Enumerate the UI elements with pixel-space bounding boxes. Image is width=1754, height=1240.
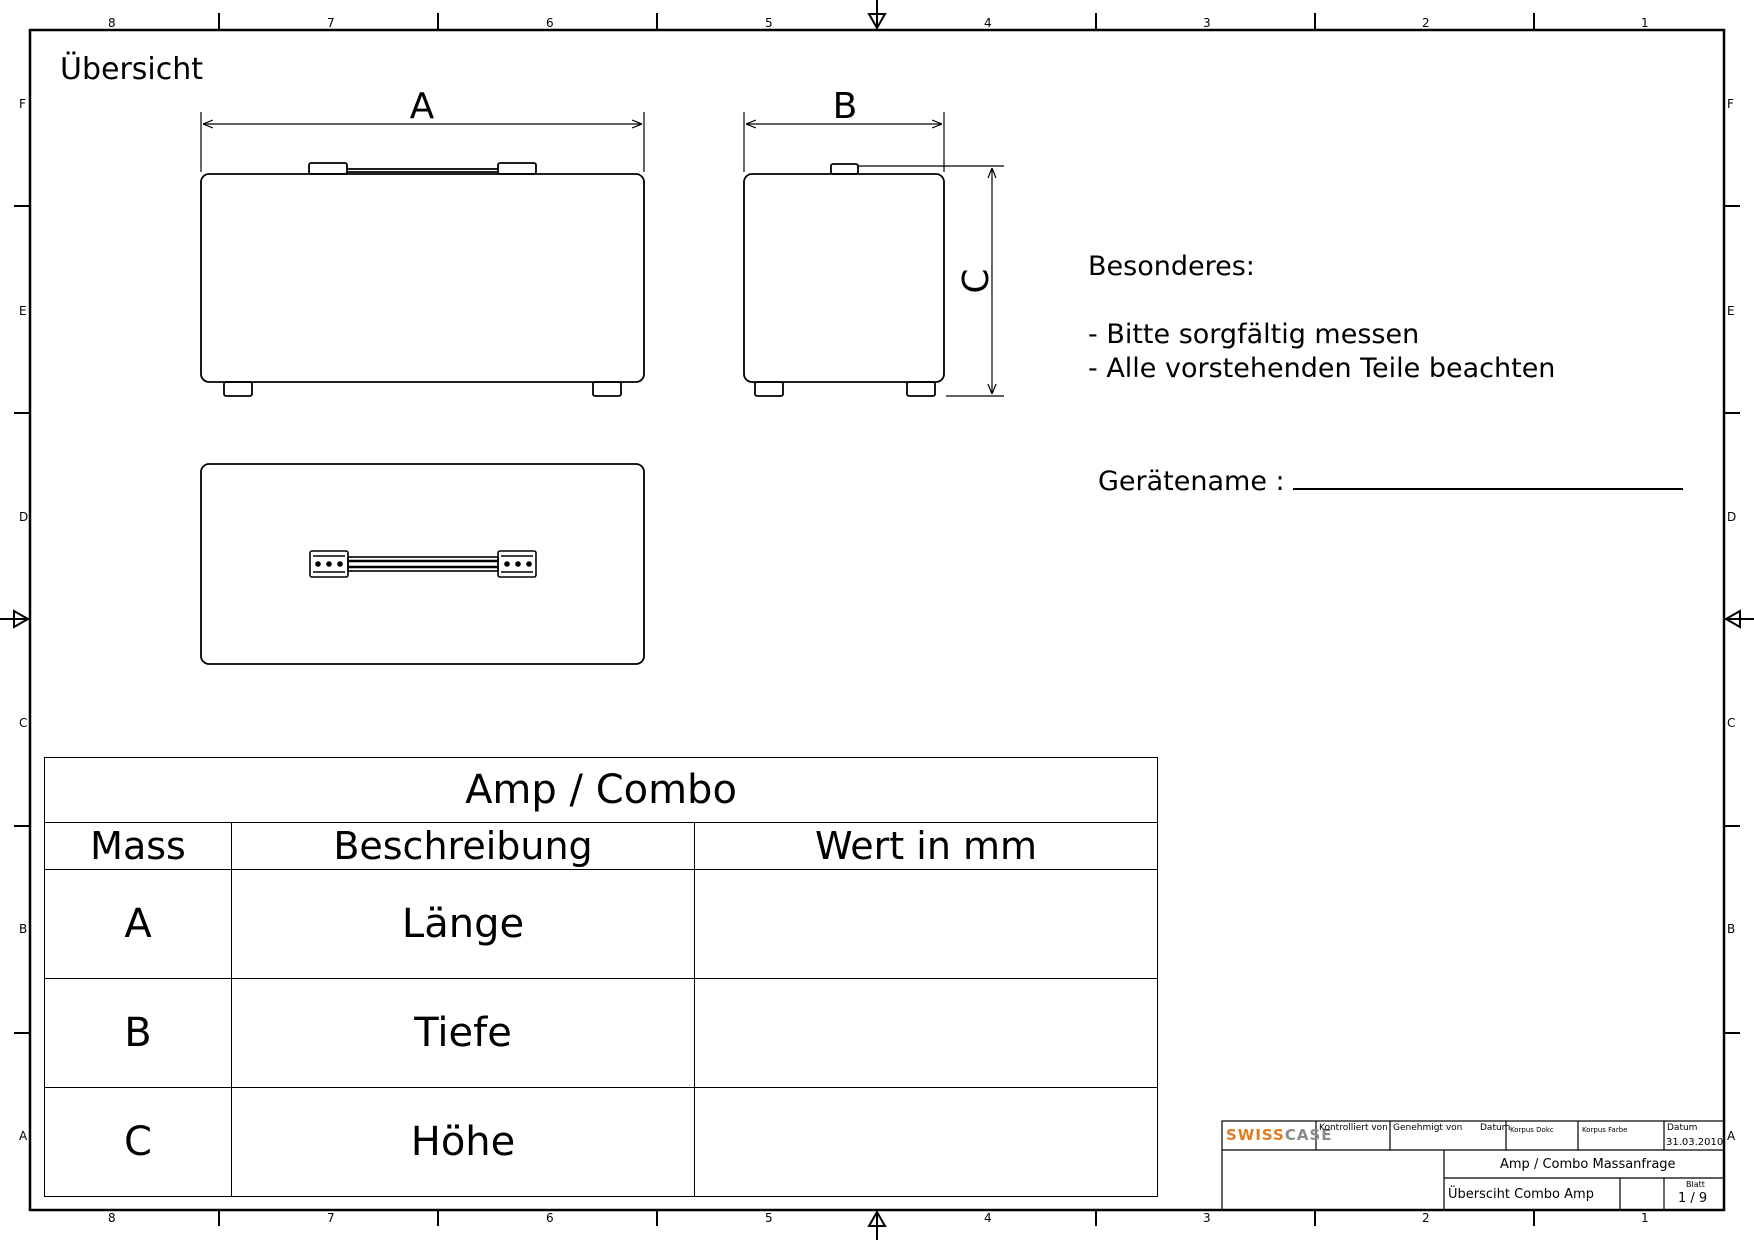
dimension-c-label: C (956, 268, 997, 293)
col-label-bottom: 1 (1641, 1211, 1649, 1225)
table-row: A Länge (44, 869, 1158, 979)
col-label-bottom: 5 (765, 1211, 773, 1225)
row-label-left: C (19, 716, 27, 730)
front-view (200, 162, 645, 397)
sheet-number-label: Blatt (1686, 1180, 1705, 1189)
col-label-bottom: 7 (327, 1211, 335, 1225)
row-label-right: B (1727, 922, 1735, 936)
name-field-1: Korpus Dokc (1510, 1126, 1554, 1134)
sheet-number: 1 / 9 (1678, 1191, 1708, 1206)
top-view (200, 463, 645, 665)
handle-icon (309, 550, 537, 578)
col-label-top: 3 (1203, 16, 1211, 30)
row-label-right: D (1727, 510, 1736, 524)
row-label-left: D (19, 510, 28, 524)
row-label-left: F (19, 97, 26, 111)
cell-mass: A (44, 869, 232, 979)
col-label-bottom: 4 (984, 1211, 992, 1225)
col-label-top: 6 (546, 16, 554, 30)
row-label-right: F (1727, 97, 1734, 111)
cell-description: Tiefe (231, 978, 695, 1088)
header-mass: Mass (44, 822, 232, 870)
side-view (743, 163, 945, 397)
date-value: 31.03.2010 (1666, 1137, 1724, 1148)
col-label-top: 7 (327, 16, 335, 30)
checked-by-label: Kontrolliert von (1319, 1123, 1388, 1133)
name-field-2: Korpus Farbe (1582, 1126, 1628, 1134)
special-notes: Besonderes: - Bitte sorgfältig messen - … (1088, 250, 1555, 386)
cell-value-input[interactable] (694, 869, 1158, 979)
col-label-top: 8 (108, 16, 116, 30)
row-label-right: A (1727, 1129, 1736, 1143)
row-label-left: B (19, 922, 27, 936)
row-label-right: E (1727, 304, 1735, 318)
device-name-field[interactable]: Gerätename : (1098, 466, 1683, 497)
sheet-title: Übersicht (60, 52, 204, 87)
table-caption: Amp / Combo (44, 757, 1158, 823)
cell-description: Höhe (231, 1087, 695, 1197)
dimensions-table: Amp / Combo Mass Beschreibung Wert in mm… (44, 757, 1158, 1197)
col-label-bottom: 8 (108, 1211, 116, 1225)
col-label-bottom: 3 (1203, 1211, 1211, 1225)
cell-mass: C (44, 1087, 232, 1197)
dimension-c (858, 165, 1004, 397)
row-label-left: E (19, 304, 27, 318)
notes-heading: Besonderes: (1088, 251, 1255, 282)
col-label-bottom: 6 (546, 1211, 554, 1225)
dimension-b-label: B (833, 86, 858, 127)
cell-value-input[interactable] (694, 1087, 1158, 1197)
zone-ticks (14, 13, 1740, 1226)
device-name-line[interactable] (1292, 466, 1683, 490)
company-logo: SWISSCASE (1226, 1126, 1333, 1144)
table-row: B Tiefe (44, 978, 1158, 1088)
date-label: Datum (1480, 1123, 1511, 1133)
table-row: C Höhe (44, 1087, 1158, 1197)
row-label-left: A (19, 1129, 28, 1143)
notes-item: - Bitte sorgfältig messen (1088, 319, 1420, 350)
cell-value-input[interactable] (694, 978, 1158, 1088)
dimension-a-label: A (410, 86, 435, 127)
cell-description: Länge (231, 869, 695, 979)
drawing-title: Amp / Combo Massanfrage (1500, 1157, 1676, 1172)
date-label-2: Datum (1667, 1123, 1698, 1133)
device-name-label: Gerätename : (1098, 466, 1285, 497)
header-value: Wert in mm (694, 822, 1158, 870)
col-label-top: 4 (984, 16, 992, 30)
dimension-a (200, 112, 645, 172)
col-label-bottom: 2 (1422, 1211, 1430, 1225)
col-label-top: 1 (1641, 16, 1649, 30)
col-label-top: 5 (765, 16, 773, 30)
notes-item: - Alle vorstehenden Teile beachten (1088, 353, 1556, 384)
drawing-subtitle: Übersciht Combo Amp (1448, 1187, 1594, 1202)
title-block (1221, 1120, 1725, 1211)
approved-by-label: Genehmigt von (1393, 1123, 1463, 1133)
col-label-top: 2 (1422, 16, 1430, 30)
cell-mass: B (44, 978, 232, 1088)
header-description: Beschreibung (231, 822, 695, 870)
zone-labels: 8 7 6 5 4 3 2 1 8 7 6 5 4 3 2 1 F E D C … (19, 16, 1736, 1225)
dimension-b (743, 112, 945, 172)
row-label-right: C (1727, 716, 1735, 730)
